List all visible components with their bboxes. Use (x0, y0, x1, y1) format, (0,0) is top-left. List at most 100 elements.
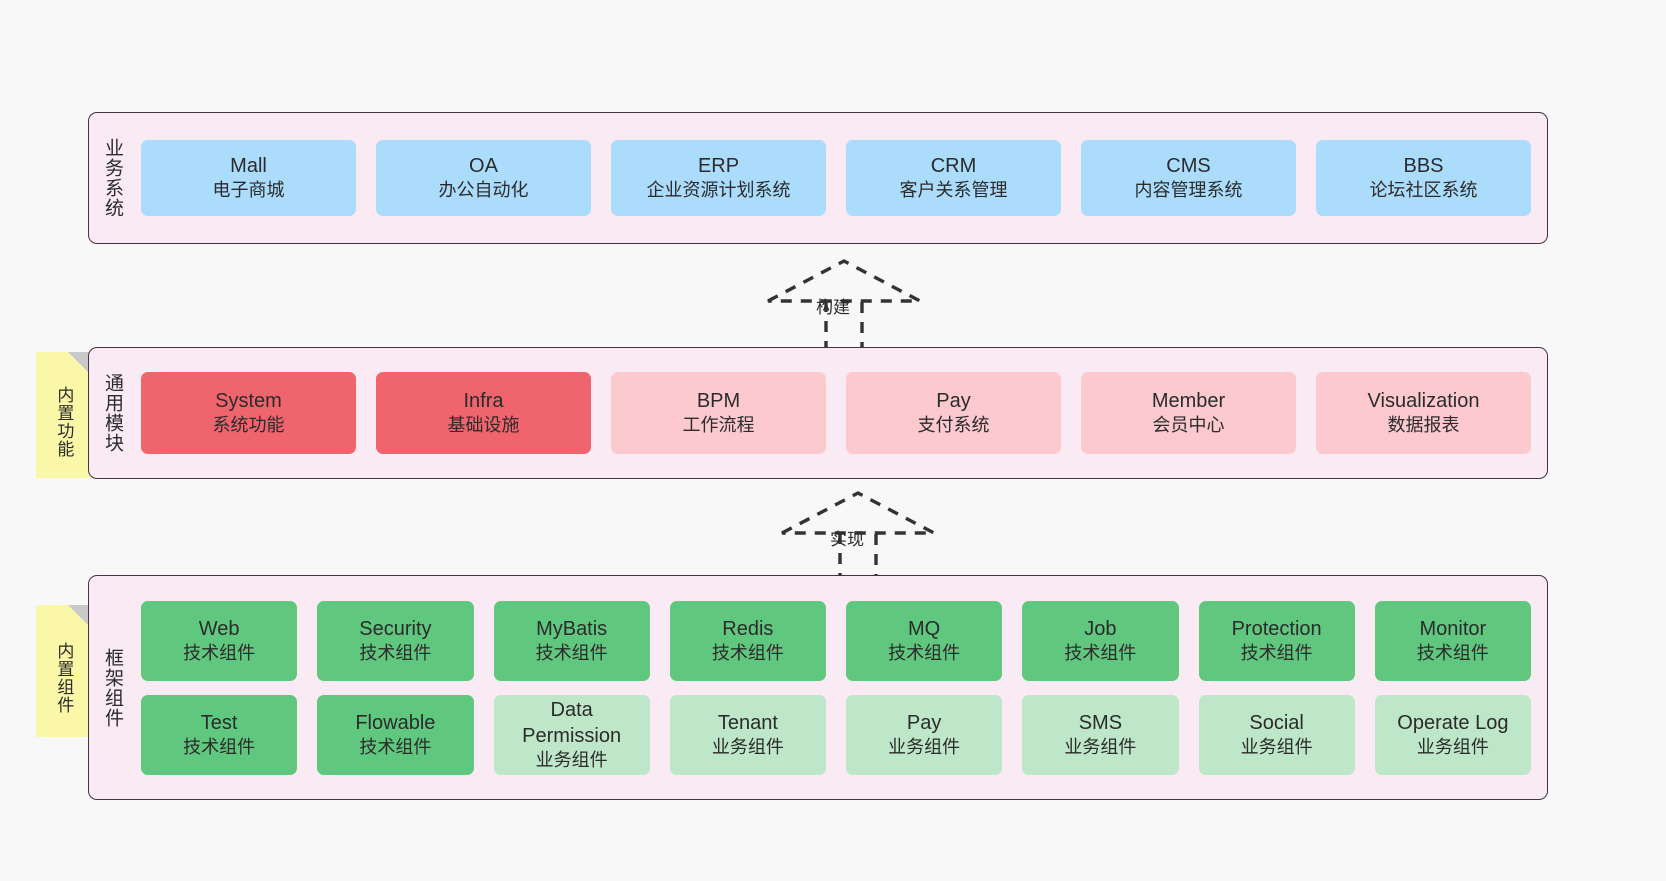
card-infra[interactable]: Infra 基础设施 (376, 372, 591, 454)
layer-body-common: System 系统功能 Infra 基础设施 BPM 工作流程 Pay 支付系统… (135, 348, 1547, 478)
card-monitor[interactable]: Monitor 技术组件 (1374, 600, 1531, 681)
card-title: Tenant (717, 711, 778, 734)
card-title: Job (1084, 617, 1117, 640)
card-web[interactable]: Web 技术组件 (141, 600, 298, 681)
layer-title-business: 业务系统 (102, 138, 124, 218)
card-mq[interactable]: MQ 技术组件 (846, 600, 1003, 681)
card-subtitle: 技术组件 (1416, 642, 1489, 663)
card-subtitle: 技术组件 (1240, 642, 1313, 663)
card-subtitle: 业务组件 (535, 749, 608, 770)
layer-framework-components: 框架组件 Web 技术组件 Security 技术组件 MyBatis 技术组件… (88, 575, 1548, 800)
card-title: Member (1151, 390, 1226, 413)
card-member[interactable]: Member 会员中心 (1081, 372, 1296, 454)
card-visualization[interactable]: Visualization 数据报表 (1316, 372, 1531, 454)
card-subtitle: 企业资源计划系统 (646, 180, 791, 201)
card-title: Infra (463, 390, 504, 413)
card-erp[interactable]: ERP 企业资源计划系统 (611, 140, 826, 216)
card-redis[interactable]: Redis 技术组件 (669, 600, 826, 681)
card-title: Operate Log (1397, 711, 1509, 734)
layer-body-business: Mall 电子商城 OA 办公自动化 ERP 企业资源计划系统 CRM 客户关系… (135, 113, 1547, 243)
note-fold-icon (68, 605, 90, 627)
note-label: 内置功能 (54, 386, 74, 458)
framework-row-business: Test 技术组件 Flowable 技术组件 Data Permission … (141, 694, 1531, 775)
card-subtitle: 系统功能 (212, 415, 285, 436)
card-subtitle: 技术组件 (535, 642, 608, 663)
card-subtitle: 基础设施 (447, 415, 520, 436)
card-title: ERP (697, 155, 740, 178)
sticky-note-builtin-features: 内置功能 (36, 352, 90, 478)
card-subtitle: 办公自动化 (438, 180, 529, 201)
card-title: MQ (908, 617, 941, 640)
card-sms[interactable]: SMS 业务组件 (1022, 694, 1179, 775)
layer-business-systems: 业务系统 Mall 电子商城 OA 办公自动化 ERP 企业资源计划系统 CRM… (88, 112, 1548, 244)
card-title: System (215, 390, 282, 413)
card-flowable[interactable]: Flowable 技术组件 (317, 694, 474, 775)
card-title: Security (359, 617, 432, 640)
card-security[interactable]: Security 技术组件 (317, 600, 474, 681)
card-social[interactable]: Social 业务组件 (1198, 694, 1355, 775)
card-mybatis[interactable]: MyBatis 技术组件 (493, 600, 650, 681)
card-subtitle: 会员中心 (1152, 415, 1225, 436)
card-title: Pay (936, 390, 971, 413)
card-title: Redis (722, 617, 774, 640)
card-pay-component[interactable]: Pay 业务组件 (846, 694, 1003, 775)
connector-implement-label: 实现 (830, 530, 864, 549)
card-title: CRM (930, 155, 977, 178)
card-subtitle: 技术组件 (183, 642, 256, 663)
card-title: Pay (906, 711, 942, 734)
card-title: OA (469, 155, 498, 178)
card-title: Test (200, 711, 238, 734)
card-subtitle: 业务组件 (711, 736, 784, 757)
card-title: Protection (1231, 617, 1322, 640)
card-title: Visualization (1367, 390, 1480, 413)
card-title: BPM (696, 390, 741, 413)
card-cms[interactable]: CMS 内容管理系统 (1081, 140, 1296, 216)
framework-row-technical: Web 技术组件 Security 技术组件 MyBatis 技术组件 Redi… (141, 600, 1531, 681)
card-subtitle: 技术组件 (183, 736, 256, 757)
card-bbs[interactable]: BBS 论坛社区系统 (1316, 140, 1531, 216)
card-subtitle: 技术组件 (888, 642, 961, 663)
card-subtitle: 技术组件 (359, 736, 432, 757)
card-subtitle: 内容管理系统 (1134, 180, 1243, 201)
card-title: BBS (1403, 155, 1444, 178)
connector-build-label: 构建 (816, 298, 850, 317)
card-tenant[interactable]: Tenant 业务组件 (669, 694, 826, 775)
card-oa[interactable]: OA 办公自动化 (376, 140, 591, 216)
card-system[interactable]: System 系统功能 (141, 372, 356, 454)
card-subtitle: 论坛社区系统 (1369, 180, 1478, 201)
card-subtitle: 技术组件 (359, 642, 432, 663)
card-subtitle: 工作流程 (682, 415, 755, 436)
sticky-note-builtin-components: 内置组件 (36, 605, 90, 737)
layer-title-common: 通用模块 (102, 373, 124, 453)
card-subtitle: 电子商城 (212, 180, 285, 201)
layer-common-modules: 通用模块 System 系统功能 Infra 基础设施 BPM 工作流程 Pay… (88, 347, 1548, 479)
card-subtitle: 业务组件 (888, 736, 961, 757)
card-mall[interactable]: Mall 电子商城 (141, 140, 356, 216)
note-label: 内置组件 (54, 642, 74, 714)
card-operate-log[interactable]: Operate Log 业务组件 (1374, 694, 1531, 775)
card-title: CMS (1166, 155, 1211, 178)
common-row: System 系统功能 Infra 基础设施 BPM 工作流程 Pay 支付系统… (141, 372, 1531, 454)
card-subtitle: 业务组件 (1240, 736, 1313, 757)
card-protection[interactable]: Protection 技术组件 (1198, 600, 1355, 681)
card-subtitle: 支付系统 (917, 415, 990, 436)
connector-implement: 实现 (762, 487, 962, 587)
layer-title-framework: 框架组件 (102, 647, 124, 728)
card-crm[interactable]: CRM 客户关系管理 (846, 140, 1061, 216)
card-pay-module[interactable]: Pay 支付系统 (846, 372, 1061, 454)
card-title: MyBatis (536, 617, 608, 640)
card-subtitle: 技术组件 (711, 642, 784, 663)
card-subtitle: 业务组件 (1416, 736, 1489, 757)
card-data-permission[interactable]: Data Permission 业务组件 (493, 694, 650, 775)
card-title: SMS (1078, 711, 1123, 734)
card-job[interactable]: Job 技术组件 (1022, 600, 1179, 681)
card-bpm[interactable]: BPM 工作流程 (611, 372, 826, 454)
connector-build: 构建 (748, 255, 948, 355)
card-title: Data Permission (522, 698, 622, 747)
layer-body-framework: Web 技术组件 Security 技术组件 MyBatis 技术组件 Redi… (135, 576, 1547, 799)
business-row: Mall 电子商城 OA 办公自动化 ERP 企业资源计划系统 CRM 客户关系… (141, 140, 1531, 216)
card-title: Flowable (355, 711, 436, 734)
card-test[interactable]: Test 技术组件 (141, 694, 298, 775)
card-subtitle: 客户关系管理 (899, 180, 1008, 201)
